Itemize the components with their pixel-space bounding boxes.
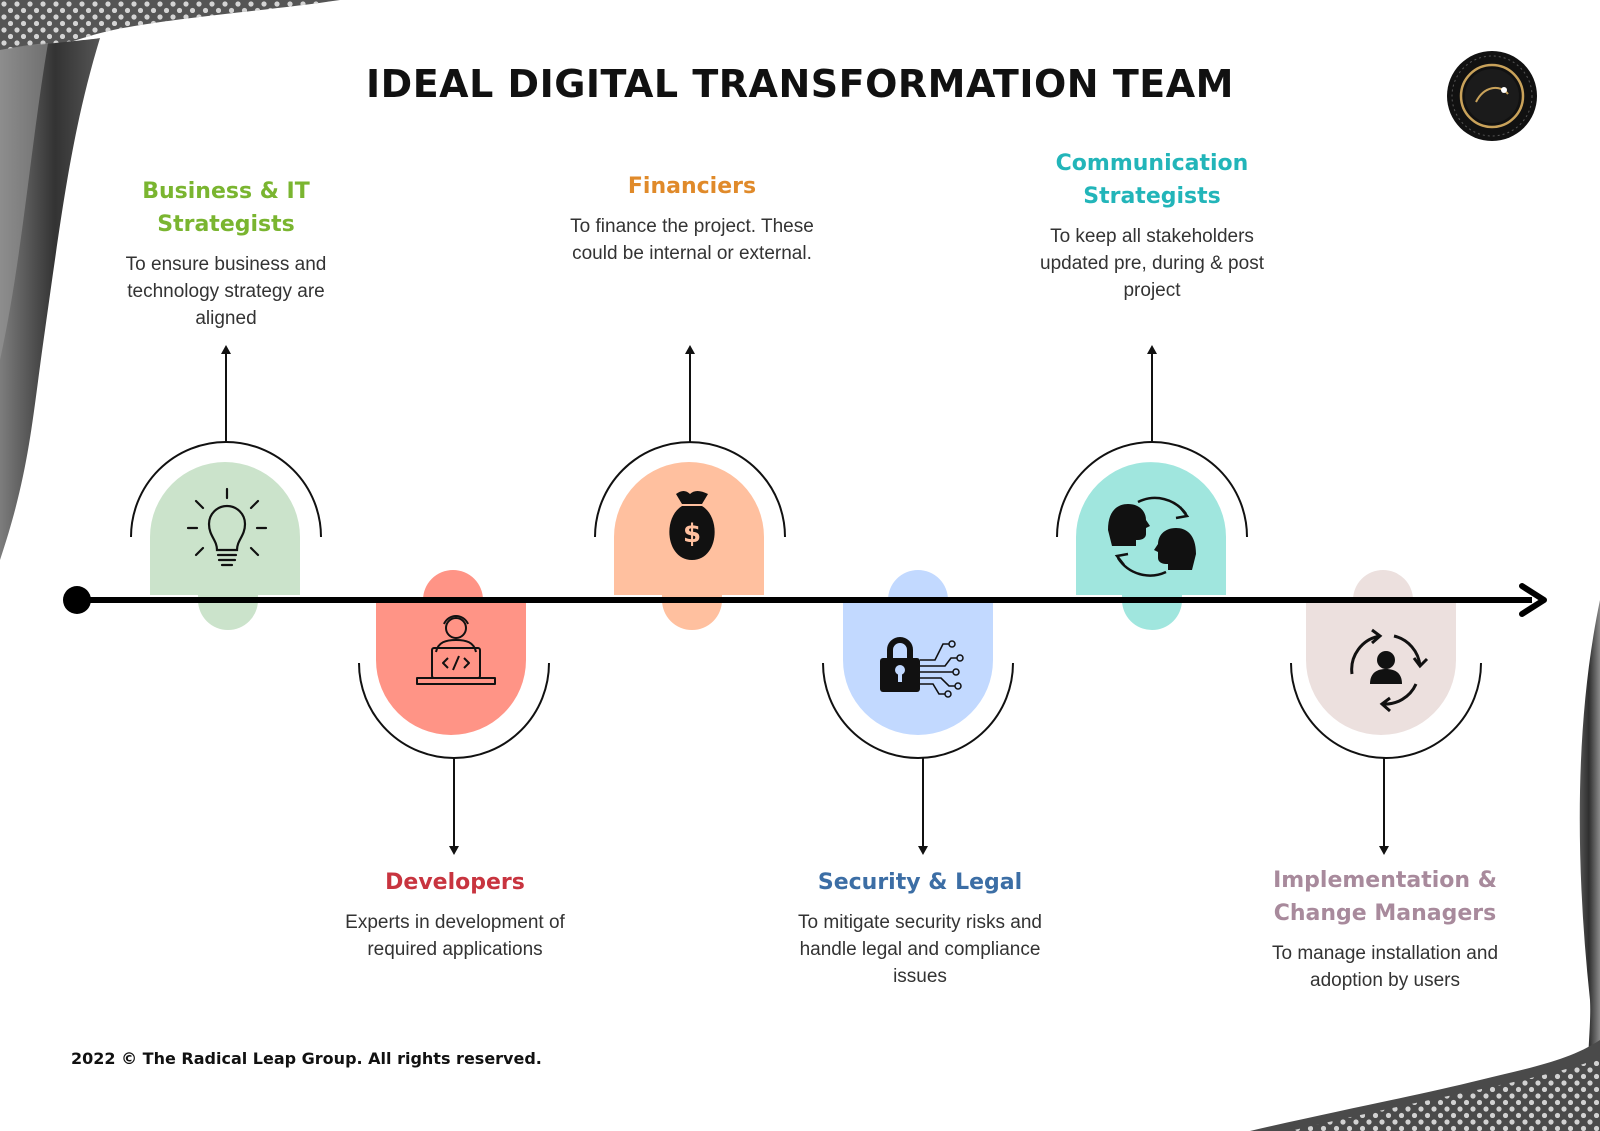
digital-lock-icon bbox=[880, 637, 964, 698]
arrowhead-up-3 bbox=[685, 345, 695, 354]
outline-arc-1 bbox=[130, 441, 322, 538]
stage-shape-6 bbox=[1306, 570, 1456, 735]
arrowhead-down-6 bbox=[1379, 846, 1389, 855]
stage-shape-4 bbox=[839, 570, 993, 735]
role-block-1: Business & IT Strategists To ensure busi… bbox=[96, 175, 356, 332]
role-title: Communication Strategists bbox=[1055, 151, 1249, 209]
copyright-footer: 2022 © The Radical Leap Group. All right… bbox=[71, 1049, 542, 1068]
role-block-5: Communication Strategists To keep all st… bbox=[1022, 147, 1282, 304]
arrowhead-up-5 bbox=[1147, 345, 1157, 354]
role-block-4: Security & Legal To mitigate security ri… bbox=[790, 866, 1050, 990]
money-bag-icon: $ bbox=[669, 491, 715, 560]
role-title: Business & IT Strategists bbox=[142, 179, 310, 237]
developer-laptop-icon bbox=[416, 615, 496, 685]
company-logo bbox=[1447, 51, 1537, 141]
outline-arc-5 bbox=[1056, 441, 1248, 538]
role-description: To mitigate security risks and handle le… bbox=[798, 912, 1042, 987]
arrowhead-down-2 bbox=[449, 846, 459, 855]
role-title: Developers bbox=[385, 870, 525, 895]
user-change-cycle-icon bbox=[1350, 628, 1429, 713]
page-title: IDEAL DIGITAL TRANSFORMATION TEAM bbox=[366, 62, 1234, 106]
timeline-axis bbox=[77, 583, 1547, 617]
arrowhead-down-4 bbox=[918, 846, 928, 855]
role-description: To keep all stakeholders updated pre, du… bbox=[1040, 226, 1264, 301]
right-swoosh bbox=[1579, 600, 1600, 1131]
role-description: To manage installation and adoption by u… bbox=[1271, 943, 1499, 991]
role-description: Experts in development of required appli… bbox=[345, 912, 565, 960]
stage-shape-5 bbox=[1076, 462, 1226, 630]
role-block-2: Developers Experts in development of req… bbox=[325, 866, 585, 963]
role-title: Implementation & Change Managers bbox=[1273, 868, 1497, 926]
role-title: Financiers bbox=[627, 174, 757, 199]
stage-shape-2 bbox=[376, 570, 526, 735]
role-block-3: Financiers To finance the project. These… bbox=[562, 170, 822, 267]
lightbulb-icon bbox=[186, 487, 268, 567]
svg-text:$: $ bbox=[683, 519, 701, 549]
role-title: Security & Legal bbox=[817, 870, 1023, 895]
role-block-6: Implementation & Change Managers To mana… bbox=[1255, 864, 1515, 994]
stage-shape-1 bbox=[150, 462, 300, 630]
outline-arc-3 bbox=[594, 441, 786, 538]
timeline-start-dot bbox=[63, 586, 91, 614]
role-description: To finance the project. These could be i… bbox=[570, 216, 814, 264]
outline-arc-6 bbox=[1290, 662, 1482, 759]
outline-arc-2 bbox=[358, 662, 550, 759]
outline-arc-4 bbox=[822, 662, 1014, 759]
role-description: To ensure business and technology strate… bbox=[125, 254, 327, 329]
arrowhead-up-1 bbox=[221, 345, 231, 354]
communication-heads-icon bbox=[1108, 496, 1196, 577]
